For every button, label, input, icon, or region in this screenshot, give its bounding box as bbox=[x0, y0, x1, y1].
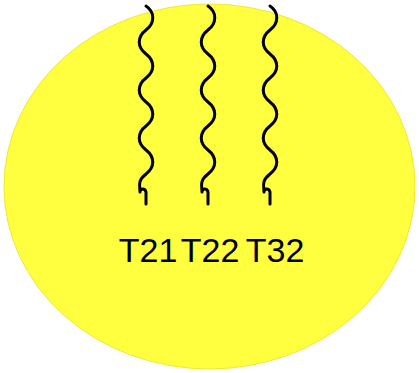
circle-outline bbox=[3, 3, 416, 370]
thread-squiggle bbox=[263, 6, 277, 204]
yellow-circle: T21T22T32 bbox=[3, 3, 416, 370]
thread-label: T32 bbox=[246, 230, 305, 270]
thread-squiggle bbox=[201, 6, 215, 204]
thread-label: T22 bbox=[181, 230, 240, 270]
thread-label: T21 bbox=[119, 230, 178, 270]
thread-squiggle bbox=[139, 6, 153, 204]
